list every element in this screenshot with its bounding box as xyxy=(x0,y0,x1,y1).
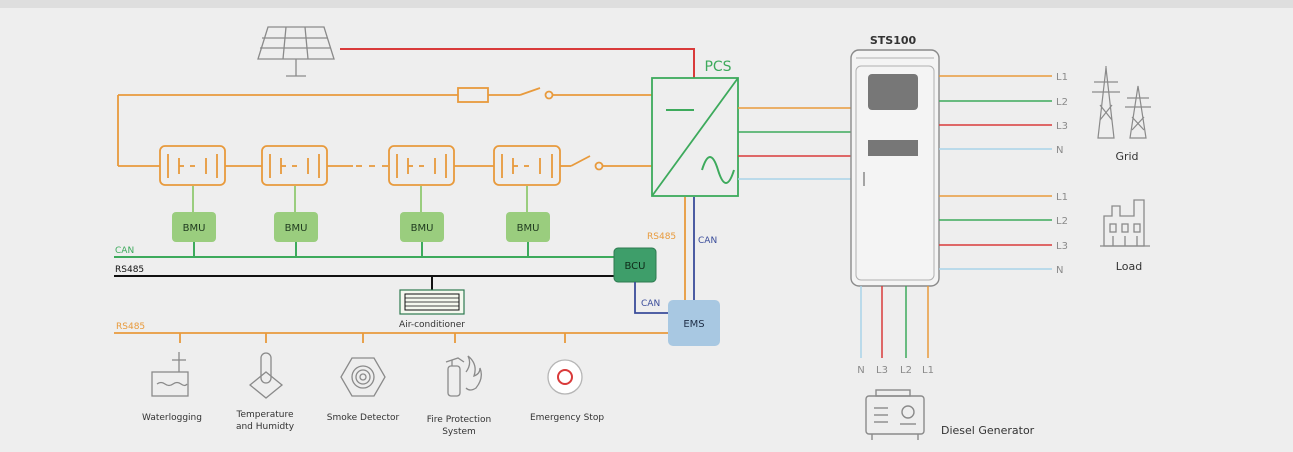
bmu-label: BMU xyxy=(517,223,540,234)
grid-line-label: L1 xyxy=(1056,72,1068,83)
switch-contact-icon xyxy=(544,90,554,100)
emergency-stop-icon xyxy=(547,359,583,395)
can-bus xyxy=(114,242,614,258)
can-vertical-label: CAN xyxy=(698,236,717,246)
air-conditioner-label: Air-conditioner xyxy=(399,320,465,330)
sts-label: STS100 xyxy=(870,34,917,47)
pcs-diagonal xyxy=(651,77,739,197)
rs485-bus-label: RS485 xyxy=(115,265,144,275)
smoke-detector-icon xyxy=(340,357,386,397)
load-lines xyxy=(939,195,1052,270)
battery-module-icon xyxy=(388,145,455,186)
bmu-box: BMU xyxy=(274,212,318,242)
generator-line-label: L1 xyxy=(922,365,934,376)
rs485-sensor-bus-label: RS485 xyxy=(116,322,145,332)
sts-panel xyxy=(868,140,918,156)
pv-line xyxy=(340,48,695,78)
switch-contact-icon xyxy=(594,161,604,171)
can-bus-label: CAN xyxy=(115,246,134,256)
grid-lines xyxy=(939,75,1052,150)
grid-pylon-icon xyxy=(1092,66,1151,139)
emergency-stop-label: Emergency Stop xyxy=(530,413,604,423)
ems-label: EMS xyxy=(683,319,704,330)
solar-panel-icon xyxy=(257,26,335,77)
bcu-ems-can-line xyxy=(634,282,668,314)
bmu-label: BMU xyxy=(285,223,308,234)
fire-extinguisher-icon xyxy=(445,355,482,397)
rs485-vertical-label: RS485 xyxy=(647,232,676,242)
sts-inner-frame xyxy=(855,65,935,281)
air-conditioner-icon xyxy=(399,289,465,315)
grid-line-label: N xyxy=(1056,145,1063,156)
diesel-generator-icon xyxy=(865,389,925,440)
module-bmu-links xyxy=(192,186,528,212)
fire-protection-label-line2: System xyxy=(442,427,476,437)
load-line-label: L2 xyxy=(1056,216,1068,227)
load-line-label: L1 xyxy=(1056,192,1068,203)
battery-module-icon xyxy=(159,145,226,186)
generator-lines xyxy=(860,286,929,358)
pcs-sts-lines xyxy=(738,107,851,180)
grid-line-label: L2 xyxy=(1056,97,1068,108)
load-line-label: N xyxy=(1056,265,1063,276)
waterlogging-icon xyxy=(151,352,189,397)
temperature-humidity-icon xyxy=(248,352,284,399)
ems-box xyxy=(668,300,720,346)
bmu-label: BMU xyxy=(183,223,206,234)
battery-module-icon xyxy=(261,145,328,186)
load-factory-icon xyxy=(1100,199,1150,247)
bmu-box: BMU xyxy=(400,212,444,242)
smoke-detector-label: Smoke Detector xyxy=(327,413,400,423)
rs485-bus xyxy=(114,275,614,290)
sts-display xyxy=(868,74,918,110)
grid-label: Grid xyxy=(1115,150,1138,163)
rs485-sensor-bus xyxy=(114,332,668,343)
load-line-label: L3 xyxy=(1056,241,1068,252)
generator-line-label: L2 xyxy=(900,365,912,376)
temperature-label-line2: and Humidty xyxy=(236,422,295,432)
temperature-label-line1: Temperature xyxy=(235,410,293,420)
pcs-label: PCS xyxy=(704,59,731,75)
waterlogging-label: Waterlogging xyxy=(142,413,202,423)
load-label: Load xyxy=(1116,260,1142,273)
fire-protection-label-line1: Fire Protection xyxy=(427,415,491,425)
generator-line-label: L3 xyxy=(876,365,888,376)
battery-string xyxy=(117,87,652,167)
bmu-box: BMU xyxy=(172,212,216,242)
pcs-ac-symbol xyxy=(701,156,735,184)
top-band xyxy=(0,0,1293,8)
bmu-label: BMU xyxy=(411,223,434,234)
diesel-generator-label: Diesel Generator xyxy=(941,424,1035,437)
generator-line-label: N xyxy=(857,365,864,376)
bmu-box: BMU xyxy=(506,212,550,242)
battery-module-icon xyxy=(493,145,561,186)
bcu-ems-can-label: CAN xyxy=(641,299,660,309)
grid-line-label: L3 xyxy=(1056,121,1068,132)
fuse-icon xyxy=(457,87,489,103)
bcu-label: BCU xyxy=(625,261,646,272)
